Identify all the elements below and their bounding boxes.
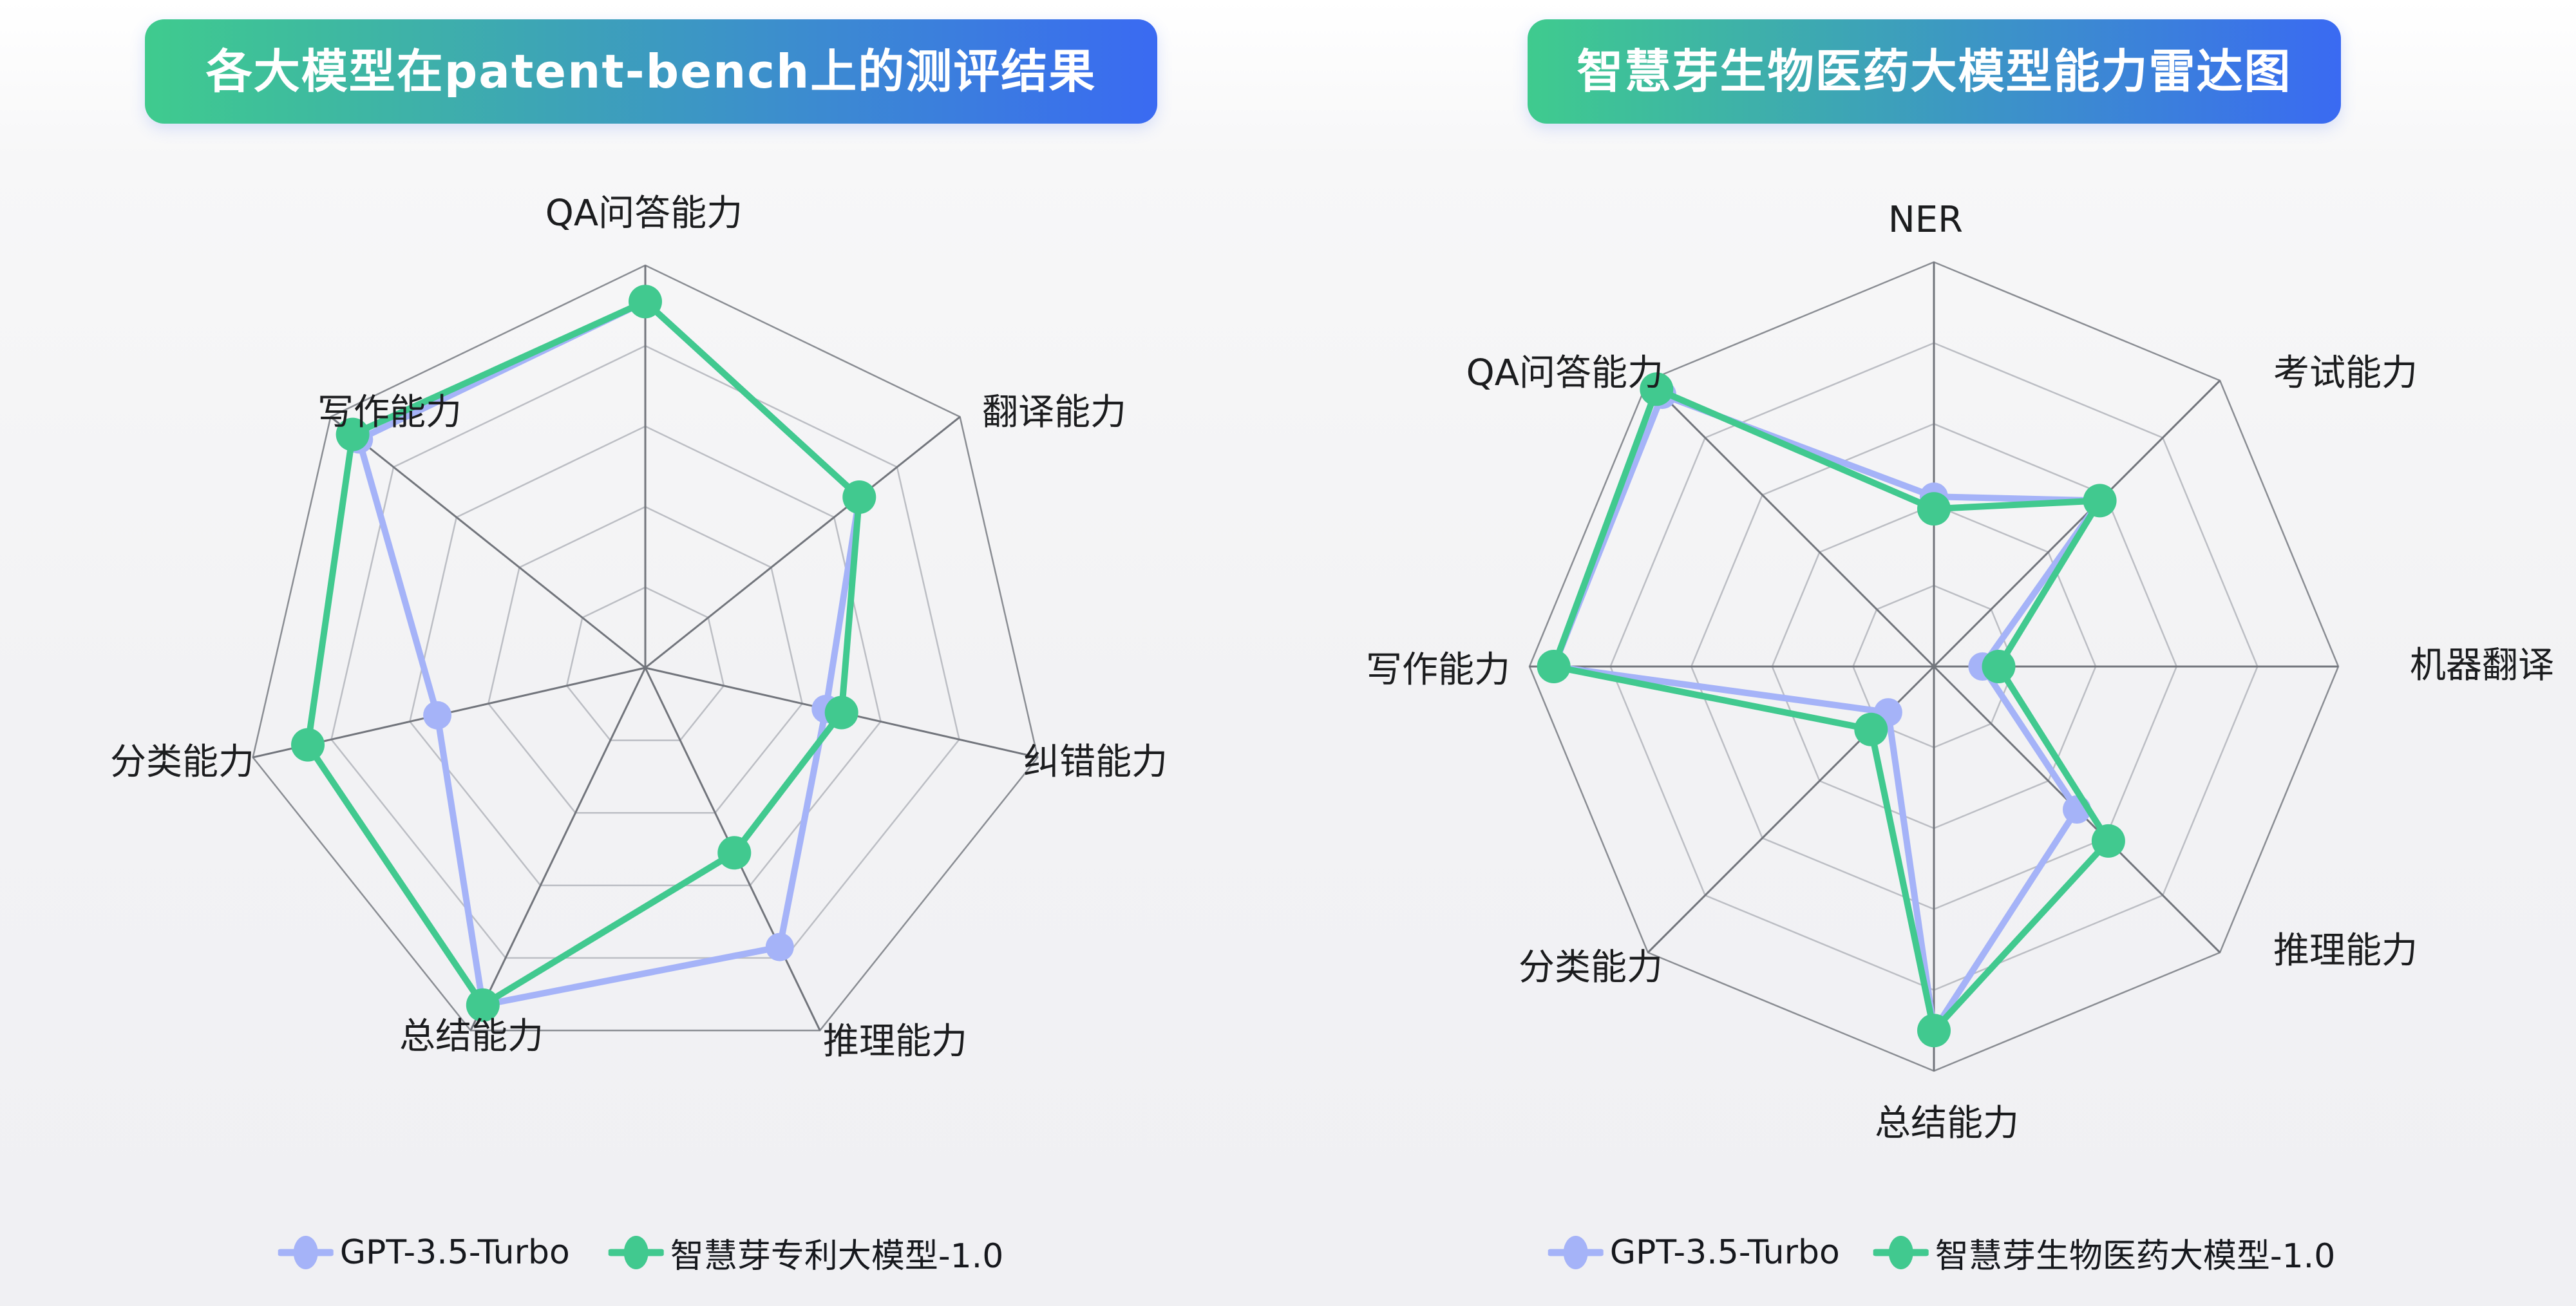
data-point	[717, 836, 752, 870]
chart-title-patent-bench: 各大模型在patent-bench上的测评结果	[145, 19, 1157, 124]
axis-label: 翻译能力	[982, 392, 1126, 433]
legend-label: GPT-3.5-Turbo	[339, 1233, 570, 1272]
axis-label: QA问答能力	[1466, 352, 1663, 394]
data-point	[1917, 492, 1951, 526]
grid-ring	[330, 345, 960, 959]
legend-item-patsnap-model[interactable]: 智慧芽专利大模型-1.0	[608, 1229, 1004, 1277]
axis-line	[330, 416, 646, 669]
axis-label: 推理能力	[823, 1021, 967, 1063]
data-point	[1917, 1014, 1951, 1048]
legend-patent-bench: GPT-3.5-Turbo 智慧芽专利大模型-1.0	[278, 1220, 1004, 1285]
axis-label: 总结能力	[1875, 1103, 2019, 1144]
data-point	[336, 417, 370, 451]
legend-biopharma: GPT-3.5-Turbo 智慧芽生物医药大模型-1.0	[1548, 1220, 2335, 1285]
legend-item-patsnap-model[interactable]: 智慧芽生物医药大模型-1.0	[1873, 1229, 2335, 1277]
data-point	[291, 728, 325, 762]
axis-label: NER	[1888, 199, 1963, 241]
axis-label: 分类能力	[1519, 947, 1663, 989]
data-point	[2091, 824, 2125, 858]
axis-line	[469, 667, 647, 1031]
axis-line	[645, 416, 961, 669]
axis-line	[1647, 379, 1935, 668]
legend-item-gpt-3-5-turbo[interactable]: GPT-3.5-Turbo	[278, 1233, 570, 1272]
grid-ring	[565, 586, 725, 741]
axis-label: 总结能力	[399, 1016, 544, 1057]
data-point	[1854, 712, 1888, 746]
series-marker-icon	[1873, 1236, 1929, 1269]
series-marker-icon	[278, 1236, 334, 1269]
series-marker-icon	[1548, 1236, 1604, 1269]
chart-title-biopharma-radar: 智慧芽生物医药大模型能力雷达图	[1528, 19, 2341, 124]
axis-label: 考试能力	[2273, 352, 2418, 394]
data-point	[423, 701, 452, 730]
series-marker-icon	[608, 1236, 664, 1269]
data-point	[824, 696, 858, 730]
grid-ring	[409, 425, 882, 887]
data-point	[629, 285, 662, 319]
grid-ring	[487, 506, 804, 814]
data-point	[2083, 484, 2117, 518]
data-point	[1982, 650, 2016, 683]
data-point	[1537, 650, 1571, 683]
series-line-1	[305, 298, 863, 1008]
data-point	[1640, 372, 1674, 406]
axis-label: QA问答能力	[545, 193, 743, 234]
legend-label: 智慧芽生物医药大模型-1.0	[1935, 1236, 2336, 1276]
axis-label: 分类能力	[110, 741, 254, 783]
series-line-1	[1550, 386, 2112, 1034]
grid-ring	[252, 264, 1039, 1032]
axis-label: 写作能力	[317, 392, 462, 433]
data-point	[466, 988, 500, 1022]
legend-label: 智慧芽专利大模型-1.0	[670, 1236, 1004, 1276]
axis-label: 写作能力	[1366, 649, 1510, 691]
legend-label: GPT-3.5-Turbo	[1609, 1233, 1840, 1272]
axis-line	[1933, 379, 2221, 668]
data-point	[765, 932, 794, 961]
axis-label: 纠错能力	[1023, 741, 1168, 783]
axis-label: 推理能力	[2273, 930, 2418, 972]
data-point	[842, 480, 876, 514]
axis-label: 机器翻译	[2410, 645, 2554, 686]
legend-item-gpt-3-5-turbo[interactable]: GPT-3.5-Turbo	[1548, 1233, 1840, 1272]
